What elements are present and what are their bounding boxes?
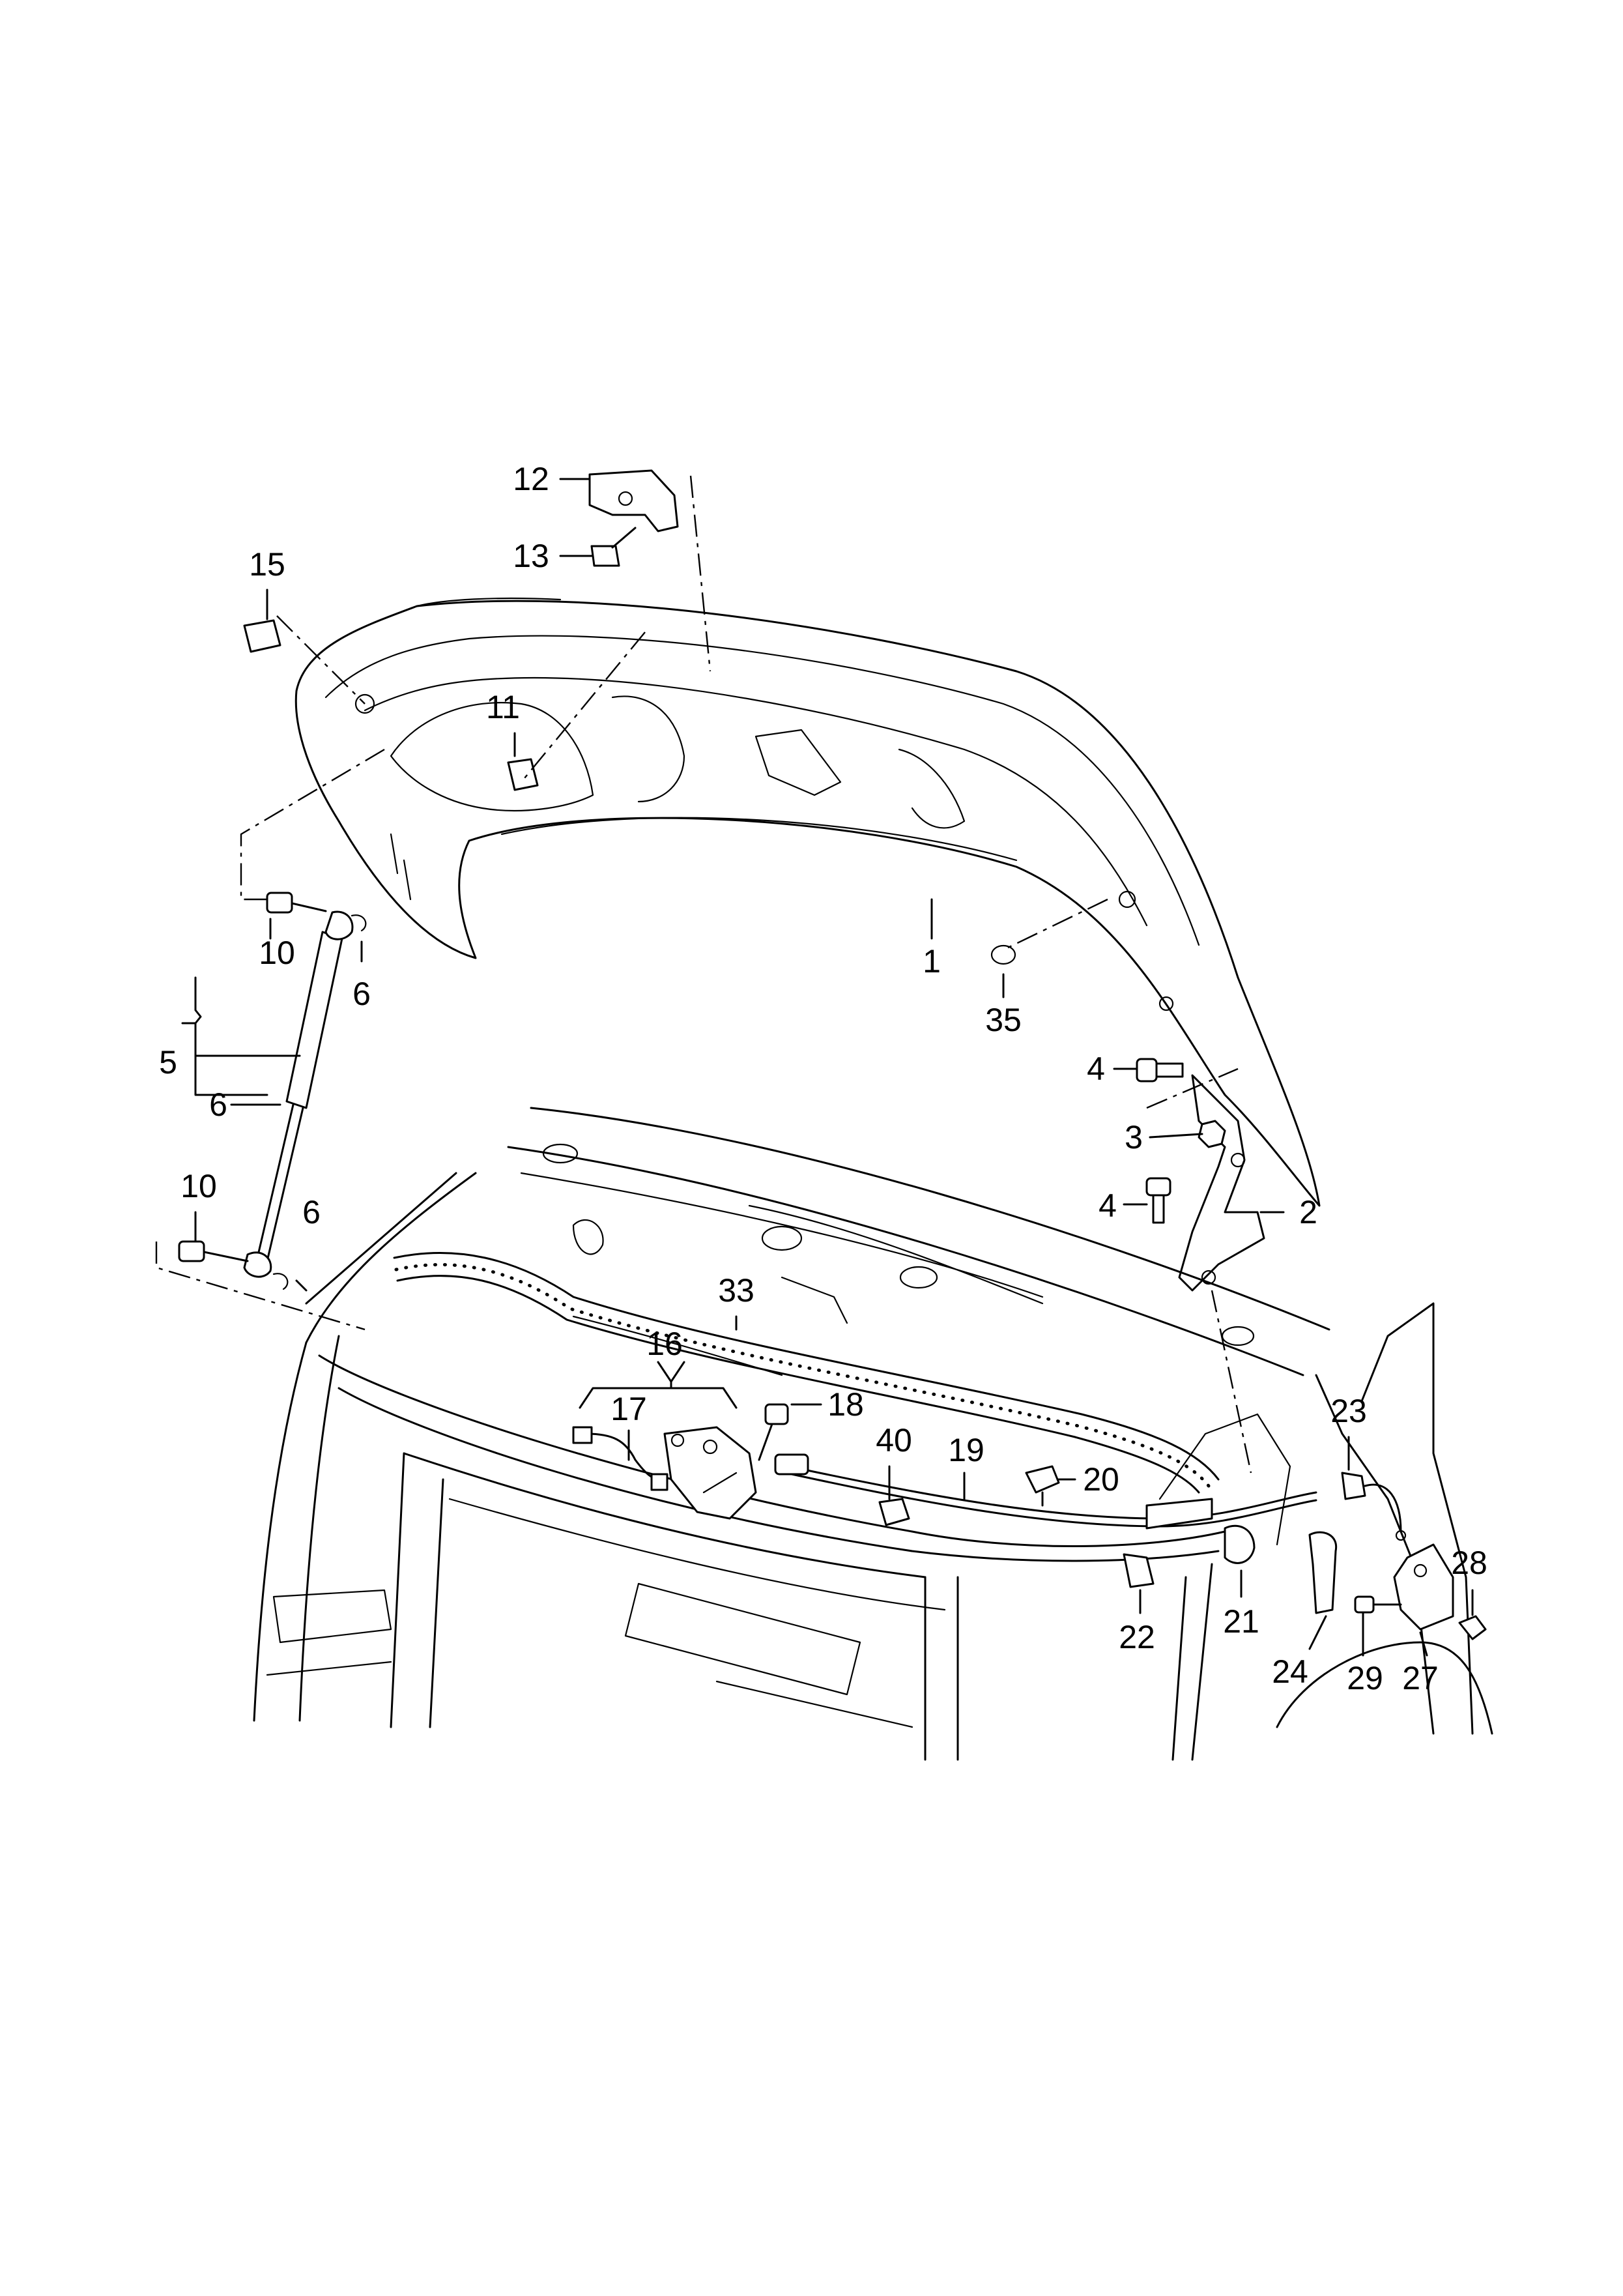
- buffer-11: [507, 758, 539, 791]
- strut-clip-upper: [351, 914, 367, 932]
- hood-hinge: [1178, 1074, 1265, 1292]
- callout-33: 33: [718, 1272, 754, 1309]
- release-cable-19: [774, 1453, 1317, 1530]
- strut-ball-stud-upper: [266, 892, 327, 914]
- callout-40: 40: [876, 1422, 912, 1459]
- seal-strip-33: [393, 1252, 1220, 1494]
- callout-10-upper: 10: [259, 935, 295, 971]
- callout-6-lower: 6: [302, 1194, 321, 1230]
- expanding-rivet-28: [1458, 1615, 1487, 1640]
- callout-10-lower: 10: [180, 1168, 217, 1204]
- callout-24: 24: [1272, 1653, 1308, 1690]
- callout-18: 18: [827, 1386, 864, 1423]
- callout-1: 1: [923, 943, 941, 980]
- callout-20: 20: [1083, 1461, 1119, 1498]
- callout-13: 13: [513, 538, 549, 574]
- callout-6-upper: 6: [352, 976, 371, 1012]
- callout-27: 27: [1402, 1660, 1439, 1696]
- callout-21: 21: [1223, 1603, 1259, 1640]
- callout-6-strut: 6: [209, 1086, 227, 1123]
- lock-wiring-17: [572, 1426, 668, 1491]
- callout-35: 35: [985, 1002, 1022, 1038]
- callout-23: 23: [1330, 1393, 1367, 1429]
- hood-panel: [294, 597, 1321, 1207]
- callout-22: 22: [1119, 1619, 1155, 1655]
- callout-19: 19: [948, 1432, 984, 1468]
- holder-21: [1224, 1524, 1256, 1564]
- callout-3: 3: [1125, 1119, 1143, 1155]
- cable-end-23: [1341, 1472, 1407, 1541]
- lever-bracket-27: [1393, 1543, 1454, 1631]
- release-lever-24: [1308, 1531, 1338, 1614]
- bolt-18: [758, 1403, 789, 1461]
- strut-ball-stud-lower: [178, 1240, 249, 1262]
- callout-2: 2: [1299, 1194, 1317, 1230]
- clip-20: [1025, 1465, 1060, 1507]
- hinge-bolt-lower: [1145, 1177, 1171, 1224]
- screw-29: [1354, 1595, 1402, 1614]
- callout-4-lower: 4: [1099, 1187, 1117, 1224]
- callout-16: 16: [646, 1326, 683, 1362]
- gas-strut: [243, 910, 354, 1278]
- callout-15: 15: [249, 546, 285, 583]
- callout-12: 12: [513, 461, 549, 497]
- leader-lines: [155, 475, 1474, 1657]
- cable-clip-40: [878, 1498, 910, 1526]
- hood-lock: [663, 1426, 757, 1520]
- buffer-15: [243, 619, 281, 653]
- callout-5: 5: [159, 1044, 177, 1081]
- callout-29: 29: [1347, 1660, 1383, 1696]
- callout-4-upper: 4: [1087, 1051, 1105, 1087]
- hinge-nut: [1198, 1120, 1226, 1148]
- callout-labels: 1 2 3 4 4 5 6 6 6 10 10 11 12 13 15 16 1…: [159, 461, 1487, 1696]
- strut-clip-lower: [272, 1273, 289, 1290]
- callout-11: 11: [486, 689, 520, 725]
- bolt-13: [590, 527, 637, 567]
- holder-22: [1123, 1553, 1155, 1588]
- callout-17: 17: [610, 1391, 647, 1427]
- callout-28: 28: [1451, 1545, 1487, 1581]
- bracket-12: [588, 469, 679, 532]
- grommet-35: [990, 944, 1016, 965]
- hinge-bolt-upper: [1136, 1058, 1184, 1083]
